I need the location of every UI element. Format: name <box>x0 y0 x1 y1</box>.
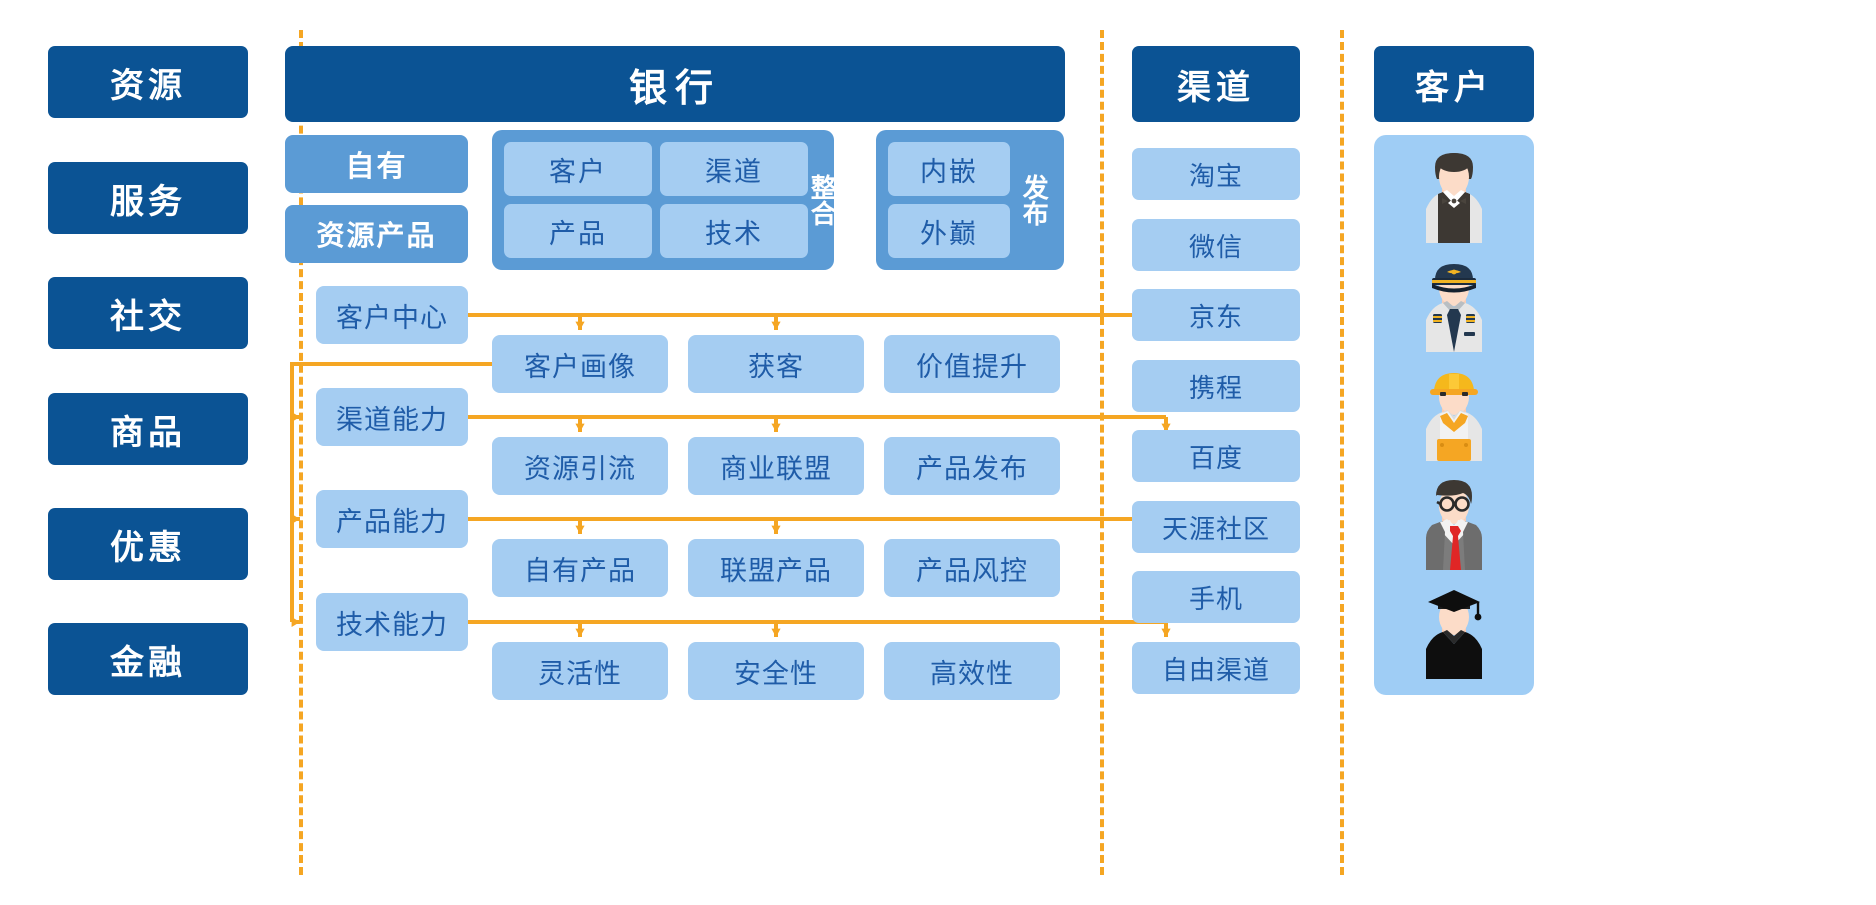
publish-cell-1[interactable]: 外巅 <box>888 204 1010 258</box>
channel-item-7[interactable]: 自由渠道 <box>1132 642 1300 694</box>
output-3-1[interactable]: 安全性 <box>688 642 864 700</box>
output-3-0[interactable]: 灵活性 <box>492 642 668 700</box>
output-1-1[interactable]: 商业联盟 <box>688 437 864 495</box>
bank-header: 银行 <box>285 46 1065 122</box>
resource-item-3[interactable]: 商品 <box>48 393 248 465</box>
output-1-2[interactable]: 产品发布 <box>884 437 1060 495</box>
bank-own-item-1[interactable]: 资源产品 <box>285 205 468 263</box>
integration-cell-2[interactable]: 产品 <box>504 204 652 258</box>
output-0-2[interactable]: 价值提升 <box>884 335 1060 393</box>
bank-publish-panel: 内嵌 外巅 发布 <box>876 130 1064 270</box>
integration-cell-3[interactable]: 技术 <box>660 204 808 258</box>
resource-item-5[interactable]: 金融 <box>48 623 248 695</box>
channel-item-0[interactable]: 淘宝 <box>1132 148 1300 200</box>
separator-channel-customer <box>1340 30 1344 875</box>
pilot-avatar <box>1426 264 1482 353</box>
resource-item-0[interactable]: 资源 <box>48 46 248 118</box>
output-0-1[interactable]: 获客 <box>688 335 864 393</box>
channel-item-1[interactable]: 微信 <box>1132 219 1300 271</box>
bank-integration-panel: 客户 渠道 产品 技术 整合 <box>492 130 838 270</box>
graduate-avatar <box>1426 589 1482 679</box>
capability-customer-center[interactable]: 客户中心 <box>316 286 468 344</box>
channel-header: 渠道 <box>1132 46 1300 122</box>
channel-item-4[interactable]: 百度 <box>1132 430 1300 482</box>
output-2-1[interactable]: 联盟产品 <box>688 539 864 597</box>
construction-worker-avatar <box>1426 372 1482 461</box>
output-2-0[interactable]: 自有产品 <box>492 539 668 597</box>
capability-channel[interactable]: 渠道能力 <box>316 388 468 446</box>
resource-item-2[interactable]: 社交 <box>48 277 248 349</box>
customer-header: 客户 <box>1374 46 1534 122</box>
bank-own-item-0[interactable]: 自有 <box>285 135 468 193</box>
waiter-avatar <box>1426 153 1482 244</box>
channel-item-2[interactable]: 京东 <box>1132 289 1300 341</box>
customer-avatar-panel <box>1374 135 1534 695</box>
output-3-2[interactable]: 高效性 <box>884 642 1060 700</box>
businessman-avatar <box>1426 479 1482 570</box>
integration-cell-0[interactable]: 客户 <box>504 142 652 196</box>
output-2-2[interactable]: 产品风控 <box>884 539 1060 597</box>
integration-cell-1[interactable]: 渠道 <box>660 142 808 196</box>
channel-item-6[interactable]: 手机 <box>1132 571 1300 623</box>
publish-vertical-label: 发布 <box>1019 174 1050 226</box>
channel-item-5[interactable]: 天涯社区 <box>1132 501 1300 553</box>
integration-vertical-label: 整合 <box>807 174 838 226</box>
resource-item-4[interactable]: 优惠 <box>48 508 248 580</box>
output-0-0[interactable]: 客户画像 <box>492 335 668 393</box>
output-1-0[interactable]: 资源引流 <box>492 437 668 495</box>
separator-bank-channel <box>1100 30 1104 875</box>
resource-item-1[interactable]: 服务 <box>48 162 248 234</box>
publish-cell-0[interactable]: 内嵌 <box>888 142 1010 196</box>
capability-product[interactable]: 产品能力 <box>316 490 468 548</box>
channel-item-3[interactable]: 携程 <box>1132 360 1300 412</box>
capability-technology[interactable]: 技术能力 <box>316 593 468 651</box>
